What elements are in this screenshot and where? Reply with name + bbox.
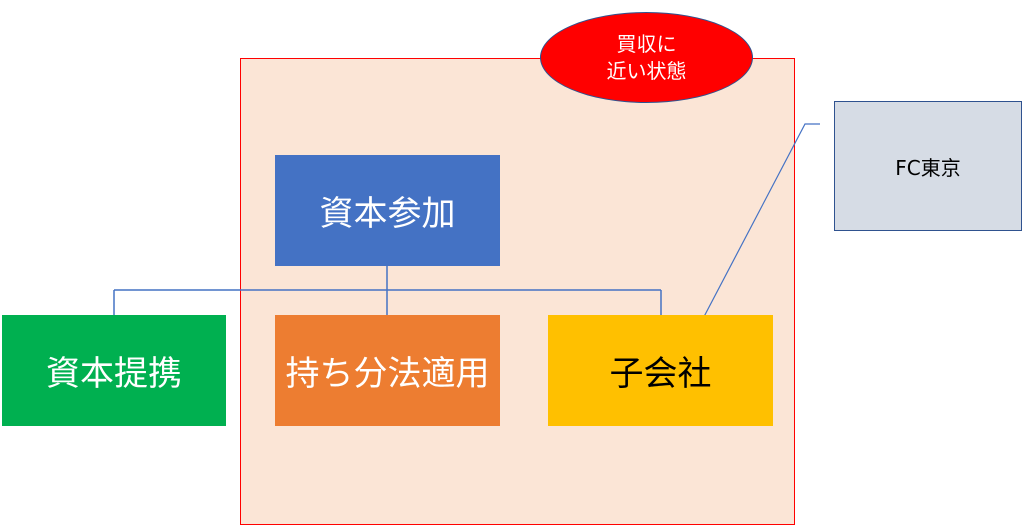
callout-leader-line	[696, 123, 820, 331]
capital-participation-label: 資本参加	[319, 194, 456, 234]
fc-tokyo-callout-box: FC東京	[834, 101, 1022, 231]
capital-alliance-box: 資本提携	[2, 315, 226, 426]
badge-line-2: 近い状態	[606, 58, 687, 83]
fc-tokyo-label: FC東京	[895, 155, 961, 180]
equity-method-box: 持ち分法適用	[275, 315, 500, 426]
acquisition-like-badge: 買収に 近い状態	[540, 12, 753, 103]
capital-participation-box: 資本参加	[275, 155, 500, 266]
subsidiary-label: 子会社	[609, 354, 712, 394]
capital-alliance-label: 資本提携	[46, 354, 182, 394]
equity-method-label: 持ち分法適用	[285, 354, 490, 394]
badge-line-1: 買収に	[616, 31, 677, 56]
control-zone-frame	[240, 58, 795, 525]
subsidiary-box: 子会社	[548, 315, 773, 426]
